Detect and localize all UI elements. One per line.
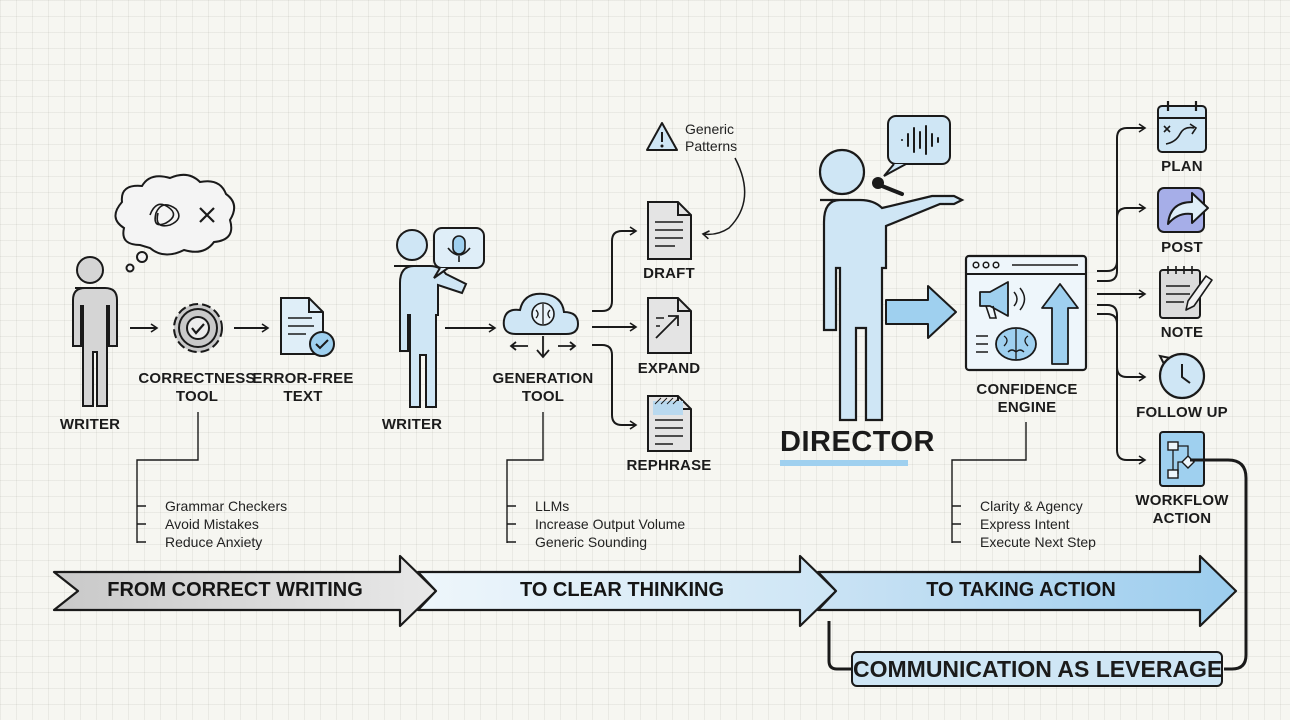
rephrase-label: REPHRASE xyxy=(626,457,712,474)
speech-wave-icon xyxy=(883,115,951,177)
note-increase-output: Increase Output Volume xyxy=(535,516,686,532)
warning-icon xyxy=(646,122,678,151)
note-execute-next-step: Execute Next Step xyxy=(980,534,1096,550)
up-arrow-icon xyxy=(1041,283,1079,365)
share-icon xyxy=(1157,187,1209,233)
note-reduce-anxiety: Reduce Anxiety xyxy=(165,534,263,550)
notes-bracket-1 xyxy=(136,412,199,543)
expand-icon xyxy=(647,297,692,354)
director-underline xyxy=(780,460,908,466)
director-figure xyxy=(818,148,965,422)
arrow-to-post xyxy=(1097,203,1147,282)
note-grammar-checkers: Grammar Checkers xyxy=(165,498,288,514)
expand-label: EXPAND xyxy=(637,360,701,377)
action-post-label: POST xyxy=(1161,239,1203,256)
writer-label-1: WRITER xyxy=(59,416,121,433)
correctness-tool-label: CORRECTNESS TOOL xyxy=(138,370,256,405)
arrow-to-rephrase xyxy=(592,344,638,430)
writer-label-2: WRITER xyxy=(381,416,443,433)
note-llms: LLMs xyxy=(535,498,570,514)
arrow-to-plan xyxy=(1097,123,1147,272)
note-express-intent: Express Intent xyxy=(980,516,1070,532)
band-arrow-2 xyxy=(416,554,838,628)
action-plan-label: PLAN xyxy=(1161,158,1203,175)
notes-bracket-2 xyxy=(506,412,544,543)
handheld-mic-icon xyxy=(872,177,904,196)
note-clarity-agency: Clarity & Agency xyxy=(980,498,1083,514)
writer-figure-1 xyxy=(72,256,118,407)
note-icon xyxy=(1159,266,1213,319)
action-workflow-label: WORKFLOW ACTION xyxy=(1135,492,1229,527)
notes-bracket-3 xyxy=(951,422,1027,543)
rephrase-icon xyxy=(647,395,692,452)
band-label-correct-writing: FROM CORRECT WRITING xyxy=(107,579,363,601)
action-note-label: NOTE xyxy=(1160,324,1204,341)
band-label-clear-thinking: TO CLEAR THINKING xyxy=(519,579,725,601)
draft-label: DRAFT xyxy=(643,265,695,282)
note-avoid-mistakes: Avoid Mistakes xyxy=(165,516,259,532)
arrow-to-follow-up xyxy=(1097,304,1147,382)
brain-cloud-icon xyxy=(502,292,580,359)
document-icon xyxy=(647,201,692,260)
gear-check-icon xyxy=(173,303,223,353)
confidence-engine-label: CONFIDENCE ENGINE xyxy=(976,381,1078,416)
arrow-director-engine xyxy=(885,285,957,339)
arrow-to-workflow xyxy=(1097,313,1147,465)
thought-bubble-icon xyxy=(114,173,236,273)
megaphone-icon xyxy=(979,281,1026,319)
calendar-plan-icon xyxy=(1157,101,1207,153)
document-check-icon xyxy=(280,297,335,357)
arrow-to-draft xyxy=(592,226,638,312)
generic-patterns-label: Generic Patterns xyxy=(685,121,738,154)
communication-leverage-box: COMMUNICATION AS LEVERAGE xyxy=(851,651,1223,687)
microphone-icon xyxy=(433,227,485,279)
director-label: DIRECTOR xyxy=(780,426,935,458)
arrow-generic-patterns xyxy=(701,157,746,240)
action-follow-up-label: FOLLOW UP xyxy=(1136,404,1228,421)
clock-icon xyxy=(1158,352,1206,400)
leverage-loop xyxy=(827,458,1248,671)
band-arrow-3 xyxy=(816,554,1238,628)
band-arrow-1 xyxy=(52,554,438,628)
error-free-text-label: ERROR-FREE TEXT xyxy=(252,370,354,405)
brain-icon xyxy=(976,327,1037,361)
band-label-taking-action: TO TAKING ACTION xyxy=(926,579,1116,601)
note-generic-sounding: Generic Sounding xyxy=(535,534,648,550)
generation-tool-label: GENERATION TOOL xyxy=(492,370,594,405)
